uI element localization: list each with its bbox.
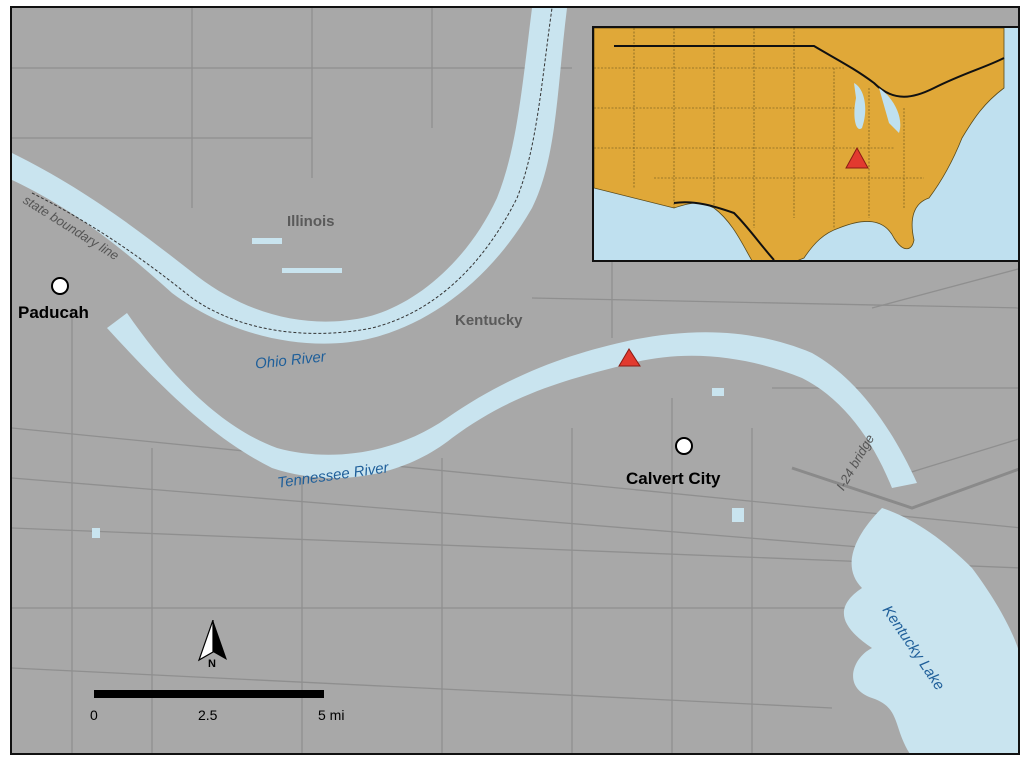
calvert-city-marker [675,437,693,455]
inset-canada-border [614,45,1005,98]
site-marker [618,348,641,367]
i-24-highway [791,466,1018,510]
scale-bar [94,690,324,698]
map-frame: Illinois Kentucky Ohio River Tennessee R… [10,6,1020,755]
scale-label-2-5: 2.5 [198,707,218,723]
scale-label-5mi: 5 mi [318,707,345,723]
inset-map-us [592,26,1018,262]
state-boundary-line [31,8,553,334]
inset-map-svg [594,28,1005,260]
label-illinois: Illinois [287,213,335,230]
label-paducah: Paducah [18,303,89,322]
inset-site-marker [845,146,869,169]
inset-usa-landmass [594,28,1005,260]
scale-label-0: 0 [90,707,98,723]
north-label: N [208,658,216,670]
inset-state-lines [594,28,924,228]
inset-great-lakes [854,83,901,133]
base-map [12,8,1018,753]
ohio-river [12,8,567,344]
paducah-marker [51,277,69,295]
tennessee-river [107,313,917,488]
label-calvert-city: Calvert City [626,469,721,488]
label-kentucky: Kentucky [455,312,523,329]
ponds [92,208,744,538]
inset-mexico-border [673,201,775,260]
road-network [12,8,1018,753]
north-arrow-icon [197,620,227,662]
kentucky-lake [843,508,1018,753]
